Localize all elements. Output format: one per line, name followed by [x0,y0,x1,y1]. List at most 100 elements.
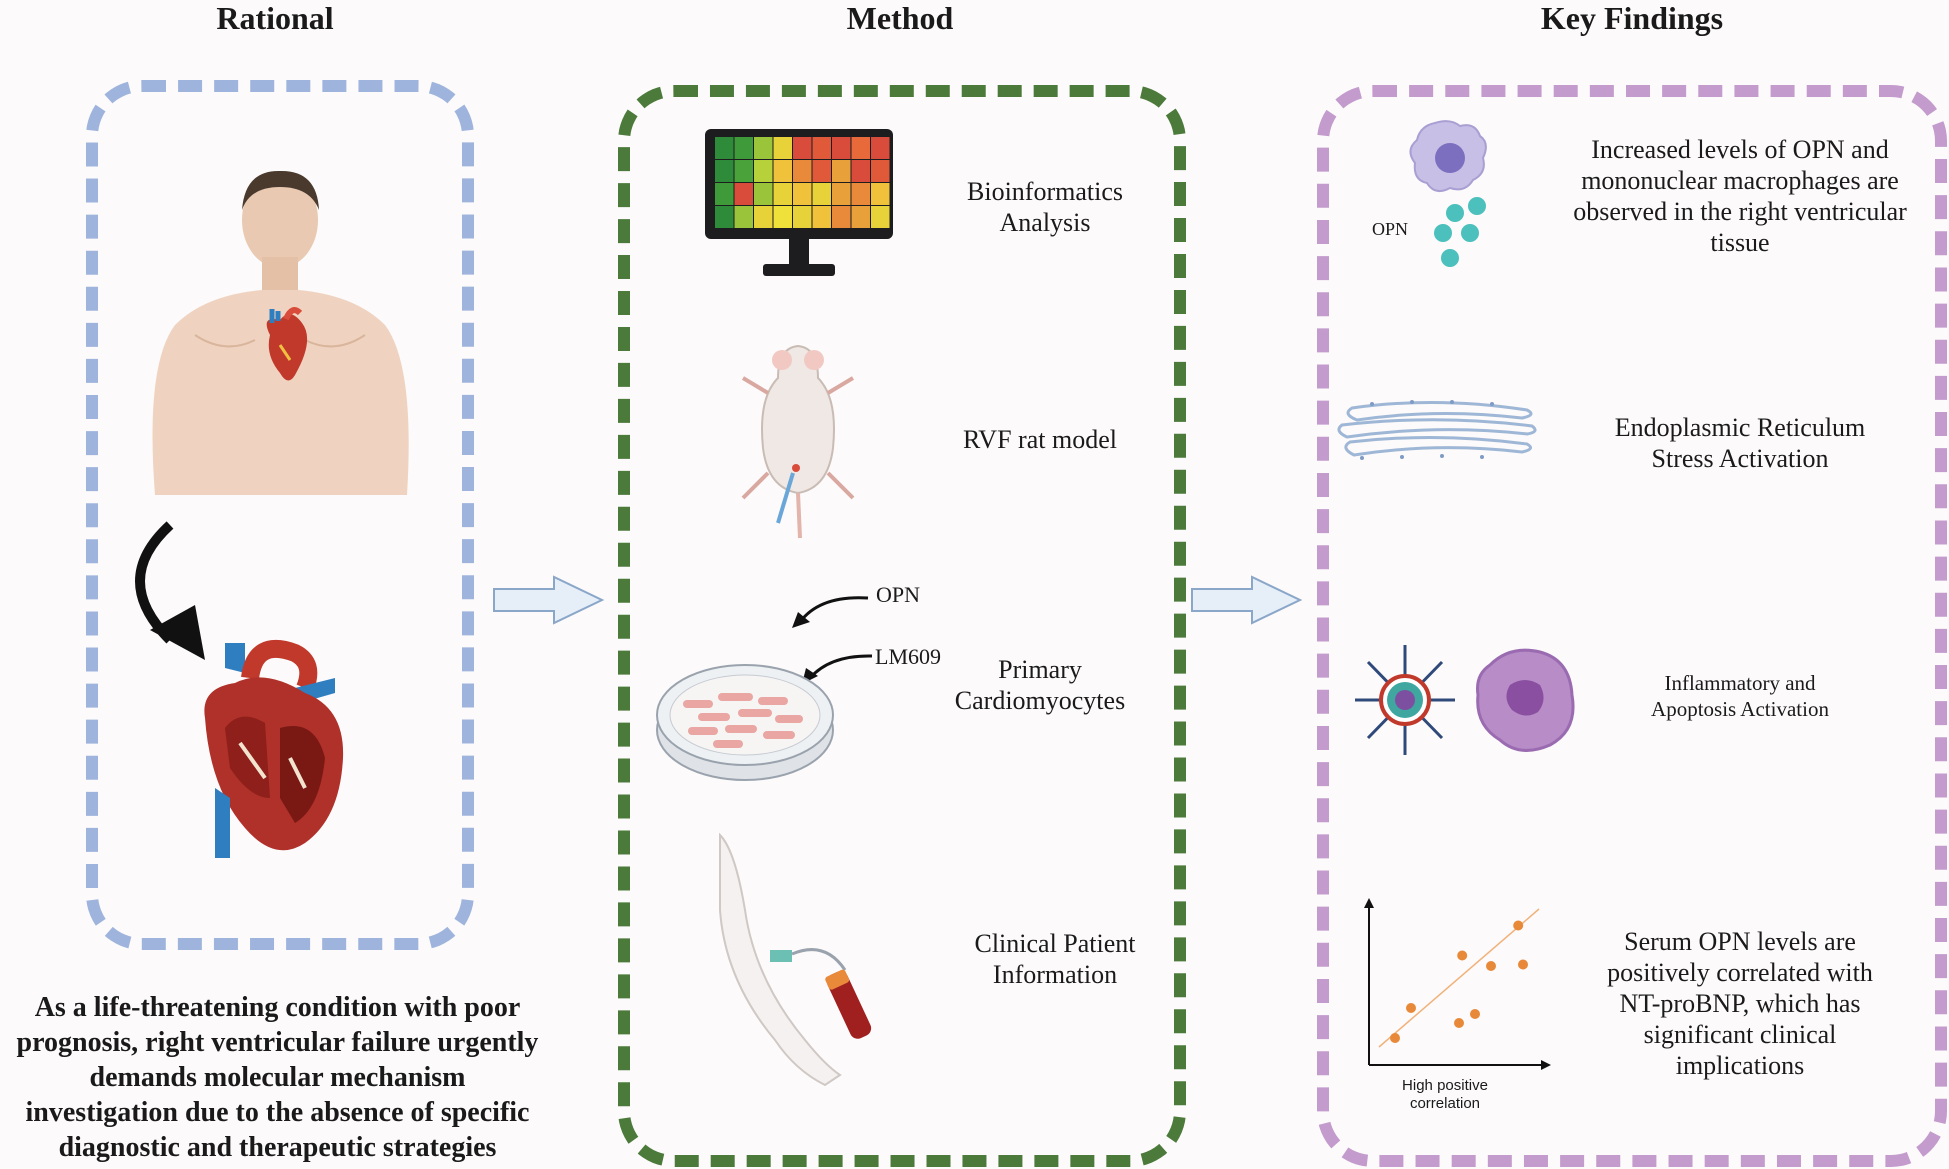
label-line: NT-proBNP, which has [1619,989,1861,1018]
heatmap-cell [773,206,792,228]
label-line: observed in the right ventricular [1573,197,1907,226]
data-point [1390,1033,1400,1043]
macrophage-opn-icon [1409,120,1487,267]
heatmap-cell [715,183,734,205]
label-line: Stress Activation [1651,444,1829,473]
label-line: implications [1675,1051,1805,1080]
data-point [1457,950,1468,961]
findings-title: Key Findings [1540,0,1724,36]
rational-line: diagnostic and therapeutic strategies [58,1132,497,1163]
cardiomyocytes-label: Primary Cardiomyocytes [930,654,1150,716]
heatmap-cell [773,160,792,182]
heatmap-cell [832,160,851,182]
label-line: positively correlated with [1607,958,1873,987]
correlation-scatter-chart [1364,898,1551,1070]
heatmap-cell [851,160,870,182]
lm609-label: LM609 [875,644,941,669]
heart-anatomy-icon [204,640,344,858]
finding-1-label: Increased levels of OPN and mononuclear … [1545,134,1935,258]
heatmap-cell [793,206,812,228]
opn-arrow-icon [792,596,869,628]
label-line: Information [992,960,1118,989]
label-line: RVF rat model [963,425,1117,454]
blood-draw-arm-icon [719,832,872,1087]
heatmap-cell [793,137,812,159]
opn-label: OPN [875,582,920,607]
heatmap-cell [851,206,870,228]
heatmap-cell [812,183,831,205]
y-axis-arrowhead [1364,898,1374,908]
x-axis-arrowhead [1541,1060,1551,1070]
rational-line: demands molecular mechanism [89,1062,466,1093]
label-line: Primary [998,655,1082,684]
inflammation-apoptosis-icon [1355,645,1575,755]
heatmap-cell [832,183,851,205]
rational-line: investigation due to the absence of spec… [25,1097,530,1128]
heatmap-cell [715,160,734,182]
data-point [1486,961,1496,971]
data-point [1513,920,1524,931]
heatmap-cell [812,137,831,159]
petri-dish-icon [656,664,834,781]
monitor-heatmap-icon [705,129,893,276]
heatmap-cell [734,206,753,228]
heatmap-cell [871,183,890,205]
findings-panel [1317,85,1947,1167]
endoplasmic-reticulum-icon [1337,400,1537,460]
heatmap-cell [851,137,870,159]
heatmap-cell [715,137,734,159]
label-line: Apoptosis Activation [1651,697,1829,721]
rational-line: As a life-threatening condition with poo… [34,992,521,1023]
label-line: mononuclear macrophages are [1581,166,1899,195]
label-line: Bioinformatics [967,177,1123,206]
rational-description: As a life-threatening condition with poo… [0,990,555,1165]
rat-icon [741,344,855,539]
heatmap-cell [754,160,773,182]
label-line: tissue [1710,228,1770,257]
data-point [1454,1018,1464,1028]
heatmap-cell [754,206,773,228]
rational-title: Rational [216,0,334,36]
heatmap-cell [812,206,831,228]
heatmap-cell [851,183,870,205]
human-torso-icon [152,170,409,495]
heatmap-cell [773,183,792,205]
label-line: Endoplasmic Reticulum [1614,413,1866,442]
opn-tag: OPN [1371,219,1408,239]
heatmap-cell [871,137,890,159]
heatmap-cell [812,160,831,182]
caption-line: High positive [1402,1077,1488,1094]
heatmap-cell [832,206,851,228]
rational-panel [86,80,474,950]
finding-4-label: Serum OPN levels are positively correlat… [1570,926,1910,1081]
label-line: Cardiomyocytes [954,686,1126,715]
label-line: Inflammatory and [1664,671,1816,695]
heatmap-cell [754,137,773,159]
heatmap-cell [793,160,812,182]
heatmap-cell [793,183,812,205]
heatmap-cell [871,160,890,182]
heatmap-cell [734,137,753,159]
heatmap-cell [773,137,792,159]
method-title: Method [846,0,954,36]
heatmap-cell [734,183,753,205]
label-line: Serum OPN levels are [1624,927,1856,956]
trend-line [1378,908,1540,1048]
caption-line: correlation [1409,1095,1481,1112]
finding-3-label: Inflammatory and Apoptosis Activation [1580,670,1900,722]
data-point [1518,959,1528,970]
heatmap-cell [754,183,773,205]
label-line: significant clinical [1643,1020,1837,1049]
bioinformatics-label: Bioinformatics Analysis [920,176,1170,238]
curved-arrow-icon [135,521,205,660]
heatmap-cell [832,137,851,159]
flow-arrow-icon [1191,575,1303,625]
rat-model-label: RVF rat model [920,424,1160,455]
rational-line: prognosis, right ventricular failure urg… [16,1027,539,1058]
clinical-label: Clinical Patient Information [940,928,1170,990]
data-point [1470,1009,1480,1019]
correlation-caption: High positive correlation [1370,1077,1520,1113]
flow-arrow-icon [493,575,605,625]
heatmap-cell [734,160,753,182]
heatmap-cell [715,206,734,228]
